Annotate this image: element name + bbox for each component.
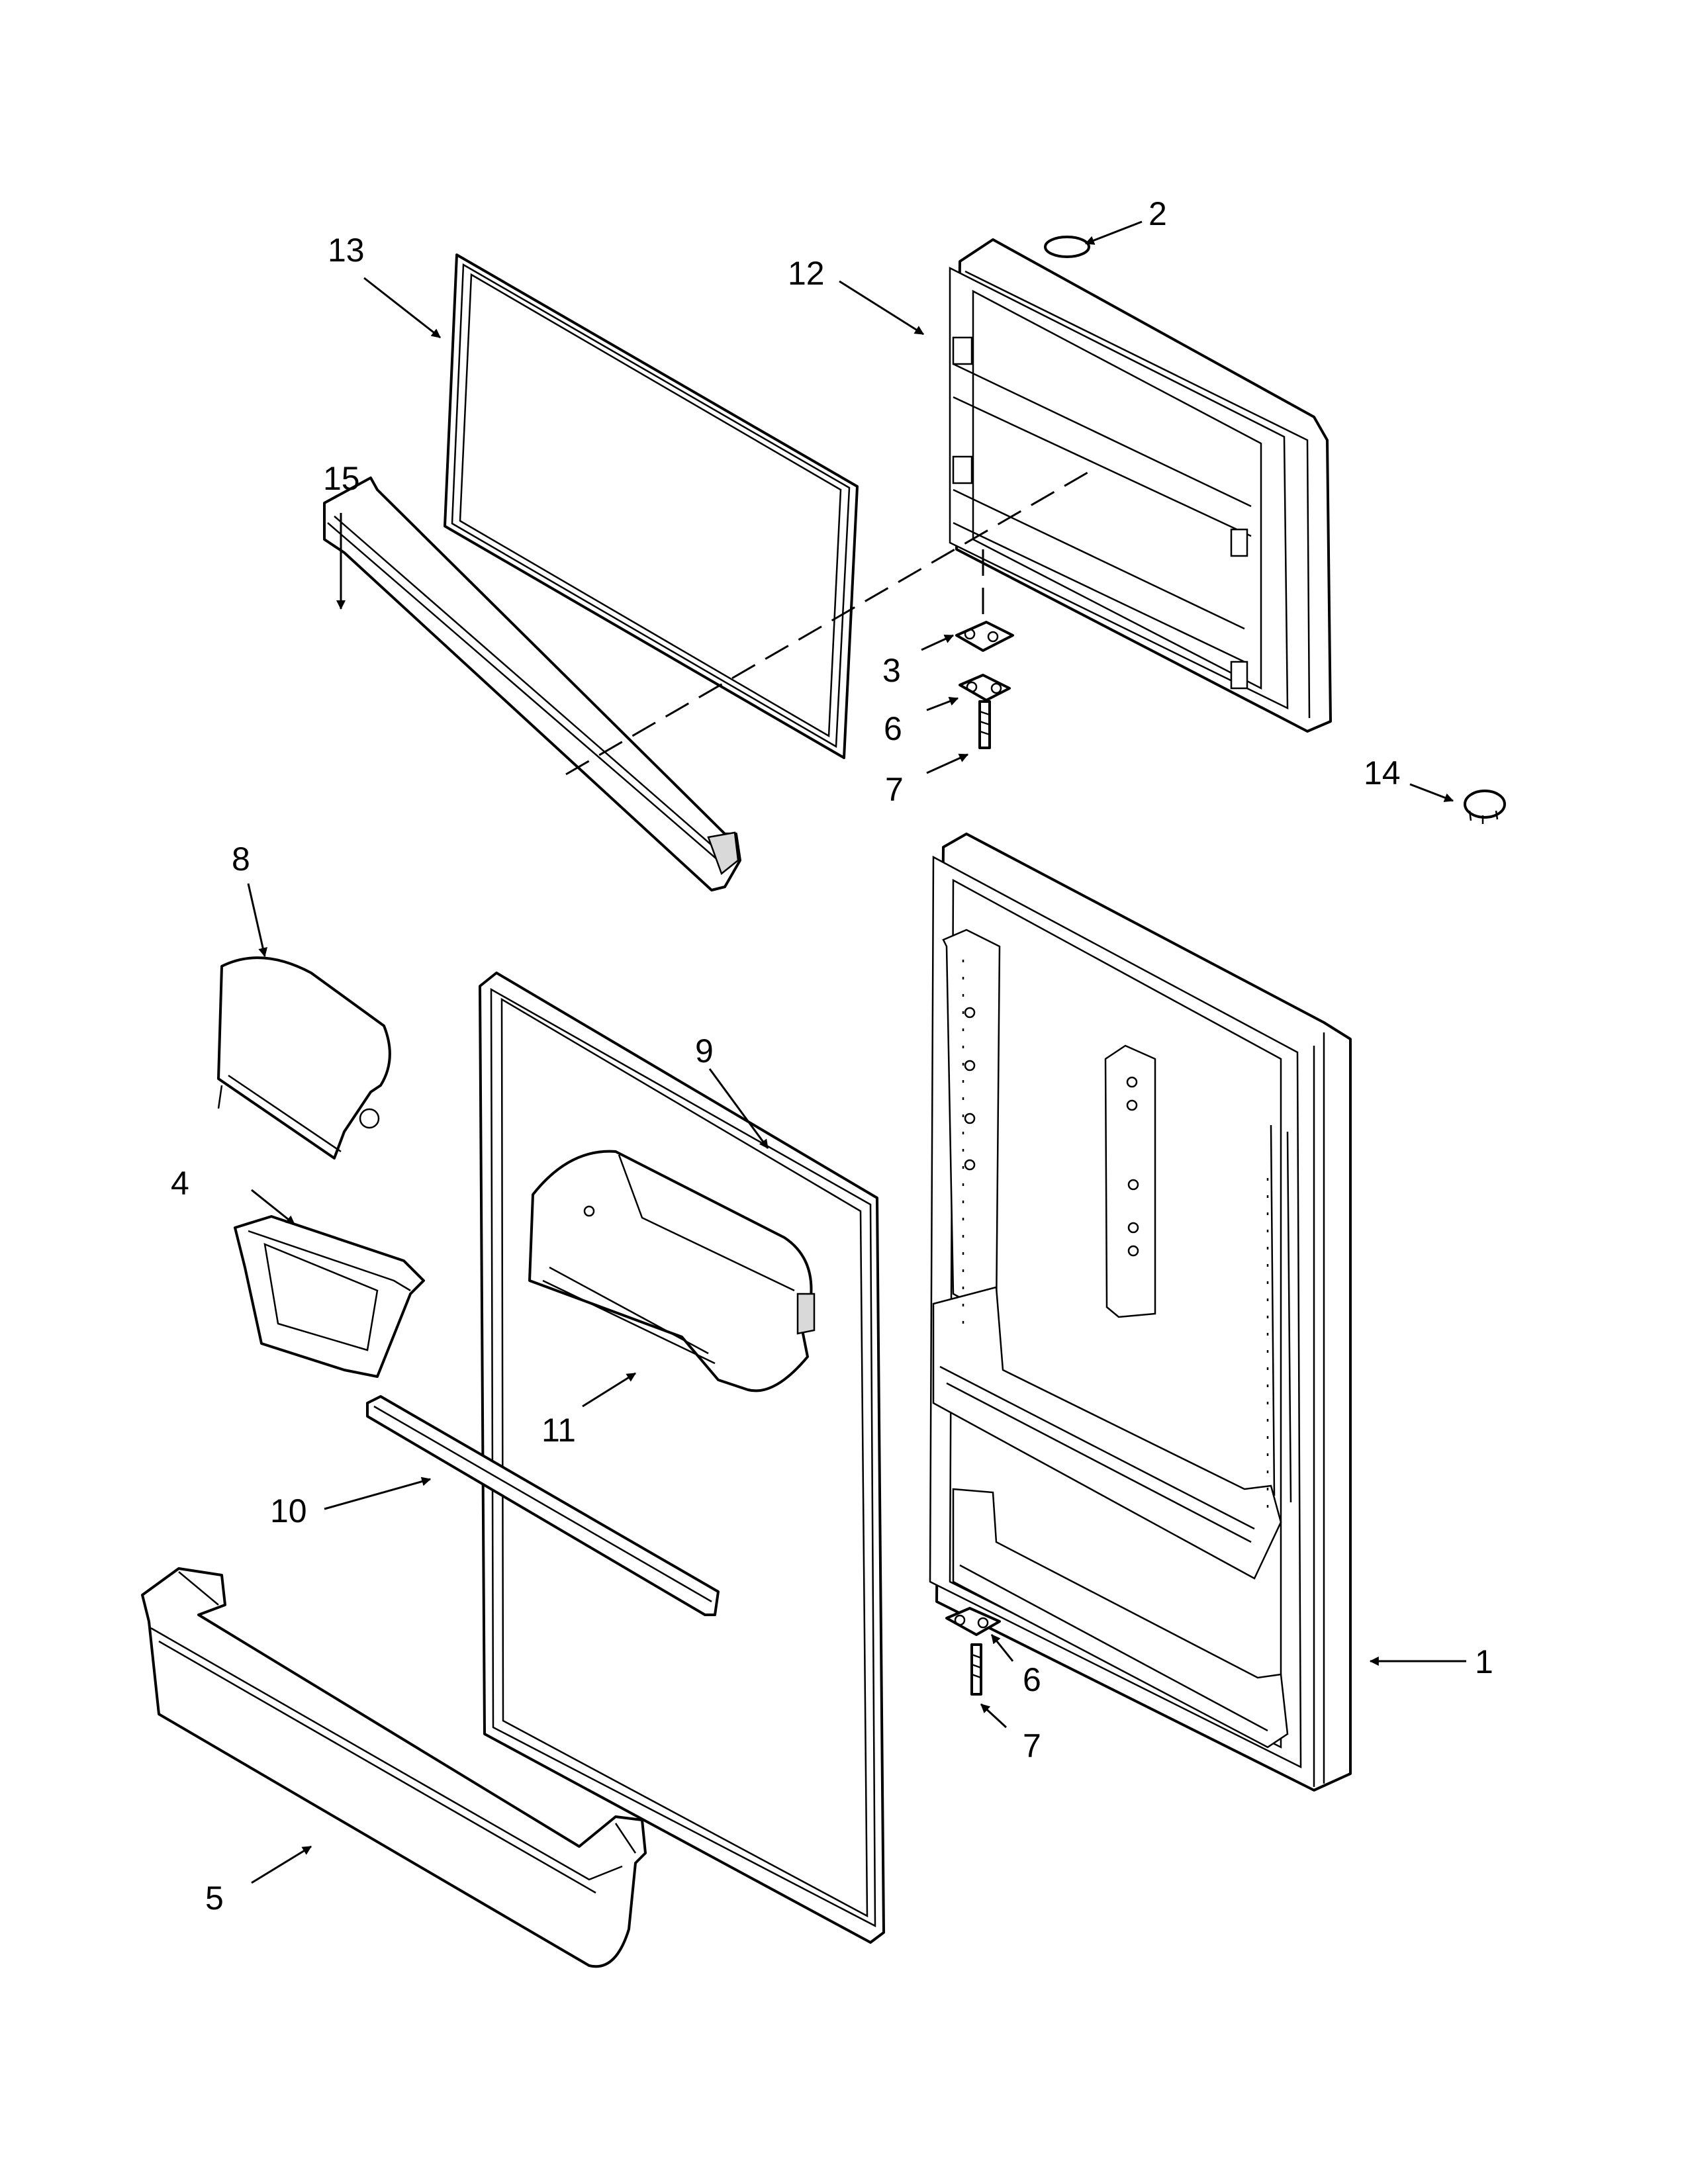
large-door-bin <box>141 1567 647 1968</box>
freezer-door-shelf <box>323 477 741 891</box>
small-door-bin <box>234 1215 425 1378</box>
callout-11: 11 <box>541 1412 576 1449</box>
upper-hinge-parts <box>955 621 1014 749</box>
door-trim-strip <box>366 1395 720 1616</box>
callout-15: 15 <box>323 460 360 497</box>
refrigerator-door <box>929 833 1352 1792</box>
callout-3: 3 <box>882 652 901 689</box>
callout-9: 9 <box>695 1032 714 1069</box>
lower-hinge-parts <box>945 1607 1001 1696</box>
freezer-door <box>949 238 1332 733</box>
dairy-compartment <box>528 1150 816 1392</box>
leader-lines <box>247 220 1466 1884</box>
dairy-door-cover <box>217 956 391 1160</box>
callout-5: 5 <box>205 1880 224 1917</box>
door-plug-top <box>1044 236 1090 258</box>
callout-1: 1 <box>1475 1643 1493 1680</box>
callout-10: 10 <box>270 1492 307 1529</box>
callout-6-upper: 6 <box>884 710 902 747</box>
freezer-door-gasket <box>444 253 859 759</box>
callout-8: 8 <box>232 841 250 878</box>
hole-plug <box>1464 790 1506 824</box>
callout-labels: 1 2 3 4 5 6 6 7 7 8 9 10 11 12 13 14 15 <box>171 195 1493 1917</box>
callout-13: 13 <box>328 232 365 269</box>
callout-2: 2 <box>1149 195 1167 232</box>
alignment-line-upper <box>565 469 1093 776</box>
callout-12: 12 <box>788 255 825 292</box>
callout-7-lower: 7 <box>1023 1727 1041 1764</box>
callout-14: 14 <box>1364 754 1401 792</box>
callout-7-upper: 7 <box>885 771 904 808</box>
callout-4: 4 <box>171 1165 189 1202</box>
callout-6-lower: 6 <box>1023 1661 1041 1698</box>
refrigerator-door-gasket <box>479 972 885 1944</box>
